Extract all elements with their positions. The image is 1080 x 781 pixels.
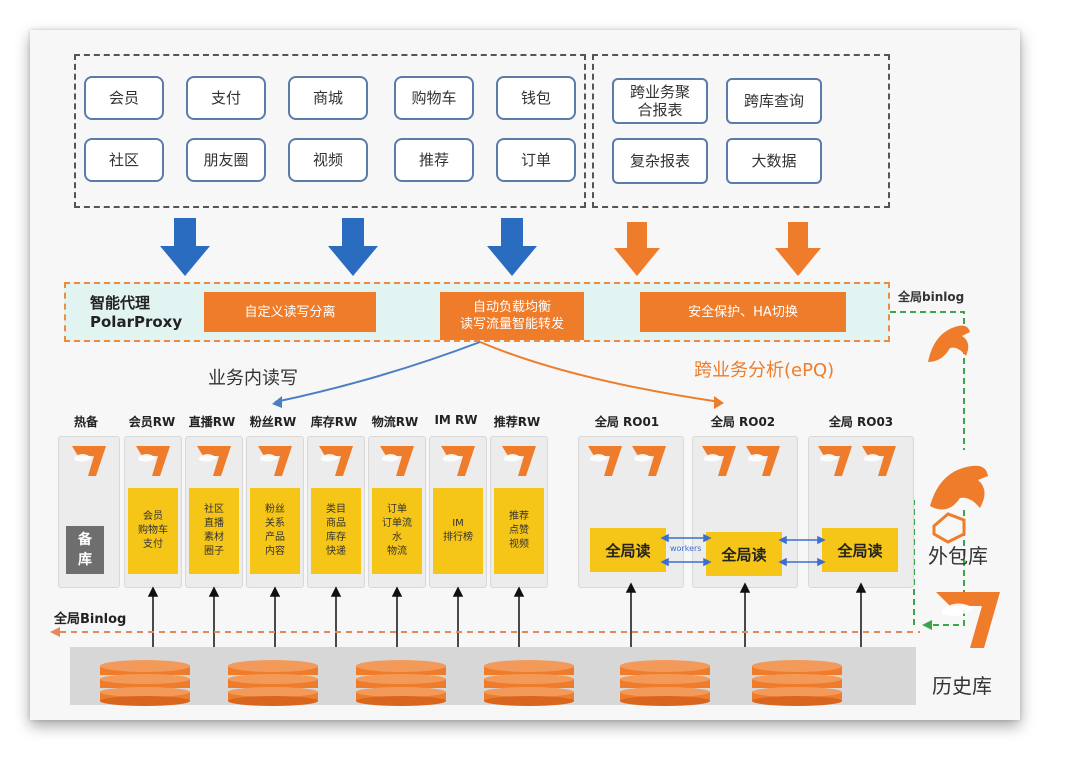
node-label-rw-2: 直播RW bbox=[188, 415, 236, 429]
side-icons bbox=[928, 325, 1000, 648]
node-label-rw-1: 会员RW bbox=[128, 415, 176, 429]
node-label-standby: 热备 bbox=[73, 415, 98, 429]
app-order: 订单 bbox=[496, 138, 576, 182]
flow-curves bbox=[272, 341, 724, 409]
app-payment: 支付 bbox=[186, 76, 266, 120]
app-wallet: 钱包 bbox=[496, 76, 576, 120]
orange-arrow-2 bbox=[775, 222, 821, 276]
workers-label: workers bbox=[670, 544, 702, 553]
global-binlog-path bbox=[890, 311, 965, 630]
ro-global-read-1: 全局读 bbox=[590, 528, 666, 572]
rw-content-1: 会员 购物车 支付 bbox=[128, 488, 178, 574]
analytics-group bbox=[592, 54, 890, 208]
global-binlog-bottom-label: 全局Binlog bbox=[54, 612, 127, 627]
node-label-ro-3: 全局 RO03 bbox=[828, 415, 894, 429]
history-db-label: 历史库 bbox=[932, 674, 992, 698]
app-member: 会员 bbox=[84, 76, 164, 120]
polarproxy-title: 智能代理 PolarProxy bbox=[90, 294, 183, 331]
analytic-cross-report: 跨业务聚 合报表 bbox=[612, 78, 708, 124]
history-db-icon bbox=[936, 592, 1000, 648]
proxy-feature-ha: 安全保护、HA切换 bbox=[640, 292, 846, 332]
node-label-rw-3: 粉丝RW bbox=[249, 415, 297, 429]
outsource-db-icon bbox=[930, 465, 988, 544]
app-community: 社区 bbox=[84, 138, 164, 182]
rw-content-5: 订单 订单流 水 物流 bbox=[372, 488, 422, 574]
blue-arrow-2 bbox=[328, 218, 378, 276]
architecture-slide: 会员 支付 商城 购物车 钱包 社区 朋友圈 视频 推荐 订单 跨业务聚 合报表… bbox=[30, 30, 1020, 720]
binlog-dolphin-icon bbox=[928, 325, 970, 362]
node-label-ro-1: 全局 RO01 bbox=[594, 415, 660, 429]
business-apps-group bbox=[74, 54, 586, 208]
analytic-cross-query: 跨库查询 bbox=[726, 78, 822, 124]
request-arrows bbox=[160, 218, 821, 276]
app-cart: 购物车 bbox=[394, 76, 474, 120]
rw-content-4: 类目 商品 库存 快递 bbox=[311, 488, 361, 574]
node-label-rw-5: 物流RW bbox=[371, 415, 419, 429]
ro-global-read-2: 全局读 bbox=[706, 532, 782, 576]
node-label-ro-2: 全局 RO02 bbox=[710, 415, 776, 429]
global-binlog-bottom-line bbox=[50, 627, 920, 637]
node-label-rw-4: 库存RW bbox=[310, 415, 358, 429]
rw-content-6: IM 排行榜 bbox=[433, 488, 483, 574]
orange-arrow-1 bbox=[614, 222, 660, 276]
analytic-complex-report: 复杂报表 bbox=[612, 138, 708, 184]
intra-rw-label: 业务内读写 bbox=[208, 368, 298, 389]
outsource-db-label: 外包库 bbox=[928, 544, 988, 568]
global-binlog-top-label: 全局binlog bbox=[898, 290, 965, 304]
rw-content-3: 粉丝 关系 产品 内容 bbox=[250, 488, 300, 574]
app-recommend: 推荐 bbox=[394, 138, 474, 182]
app-mall: 商城 bbox=[288, 76, 368, 120]
blue-arrow-3 bbox=[487, 218, 537, 276]
rw-content-2: 社区 直播 素材 圈子 bbox=[189, 488, 239, 574]
analytic-big-data: 大数据 bbox=[726, 138, 822, 184]
proxy-feature-load-balance: 自动负载均衡 读写流量智能转发 bbox=[440, 292, 584, 340]
node-label-rw-7: 推荐RW bbox=[493, 415, 541, 429]
node-label-rw-6: IM RW bbox=[434, 413, 478, 427]
rw-content-7: 推荐 点赞 视频 bbox=[494, 488, 544, 574]
standby-box: 备 库 bbox=[66, 526, 104, 574]
cross-analysis-label: 跨业务分析(ePQ) bbox=[694, 360, 835, 381]
blue-arrow-1 bbox=[160, 218, 210, 276]
ro-global-read-3: 全局读 bbox=[822, 528, 898, 572]
worker-arrows bbox=[660, 533, 826, 567]
app-moments: 朋友圈 bbox=[186, 138, 266, 182]
app-video: 视频 bbox=[288, 138, 368, 182]
proxy-feature-rw-split: 自定义读写分离 bbox=[204, 292, 376, 332]
